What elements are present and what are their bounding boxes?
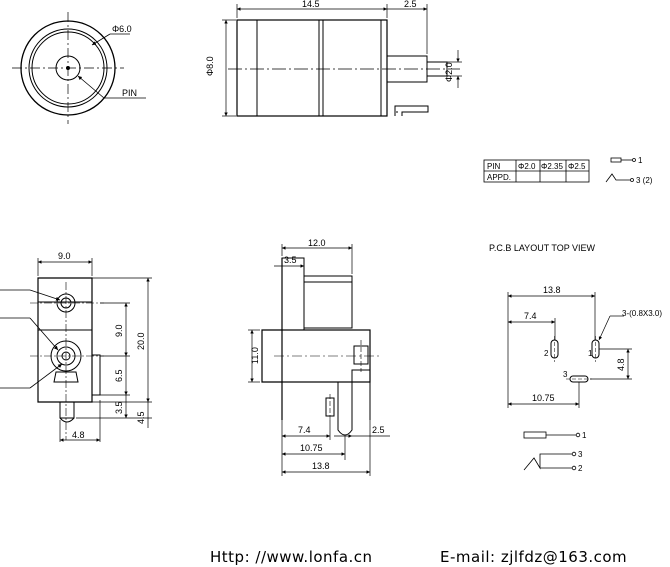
pcb-slot-label: 3-(0.8X3.0) xyxy=(622,309,662,318)
left-view: 9.0 20.0 9.0 6.5 3.5 4.5 4.8 xyxy=(0,251,152,442)
pin-table: PIN Φ2.0 Φ2.35 Φ2.5 APPD. xyxy=(483,159,590,183)
side-body-dia-label: Φ8.0 xyxy=(205,56,215,76)
mid-height-label: 11.0 xyxy=(250,347,260,364)
pcb-title: P.C.B LAYOUT TOP VIEW xyxy=(489,243,596,253)
table-cell: Φ2.0 xyxy=(518,162,536,171)
footer-website: Http: //www.lonfa.cn xyxy=(210,548,373,566)
table-cell: APPD. xyxy=(487,173,511,182)
side-pin-dia-label: Φ2.0 xyxy=(444,62,454,82)
table-cell: PIN xyxy=(487,162,501,171)
pcb-w2-label: 10.75 xyxy=(532,393,555,403)
pcb-pin1-label: 1 xyxy=(588,349,593,358)
mid-d3-label: 13.8 xyxy=(312,461,330,471)
legend-pin3: 3 (2) xyxy=(636,176,653,185)
mid-top-offset-label: 3.5 xyxy=(284,255,297,265)
pin-legend: 1 3 (2) xyxy=(605,156,653,185)
symbol-pin3: 3 xyxy=(578,450,583,459)
side-pin-length-label: 2.5 xyxy=(404,0,417,9)
mid-d1-label: 7.4 xyxy=(298,425,311,435)
left-total-height-label: 20.0 xyxy=(136,332,146,350)
side-length-label: 14.5 xyxy=(302,0,320,9)
pcb-total-width-label: 13.8 xyxy=(543,285,561,295)
mid-top-width-label: 12.0 xyxy=(308,238,326,248)
front-view: Φ6.0 PIN xyxy=(12,12,146,124)
legend-pin1: 1 xyxy=(638,156,643,165)
pcb-pin2-label: 2 xyxy=(544,349,549,358)
symbol-pin1: 1 xyxy=(582,431,587,440)
left-h2-label: 6.5 xyxy=(114,369,124,382)
pin-label: PIN xyxy=(122,88,137,98)
left-bottom-label: 4.8 xyxy=(72,430,85,440)
pcb-w1-label: 7.4 xyxy=(524,311,537,321)
mid-view: 12.0 3.5 11.0 7.4 10.75 13.8 2.5 xyxy=(248,238,390,476)
symbol-pin2: 2 xyxy=(578,464,583,473)
pcb-layout: P.C.B LAYOUT TOP VIEW 13.8 7.4 2 1 3 3-(… xyxy=(489,243,662,408)
mid-d2-label: 10.75 xyxy=(300,443,323,453)
pin-symbols: 1 3 2 xyxy=(523,431,587,473)
pcb-pin3-label: 3 xyxy=(563,370,568,379)
left-h3-label: 3.5 xyxy=(114,401,124,414)
left-width-label: 9.0 xyxy=(58,251,71,261)
table-cell: Φ2.5 xyxy=(568,162,586,171)
footer-email: E-mail: zjlfdz@163.com xyxy=(440,548,628,566)
pcb-h-label: 4.8 xyxy=(616,358,626,371)
table-cell: Φ2.35 xyxy=(541,162,564,171)
mid-d4-label: 2.5 xyxy=(372,425,385,435)
side-view: 14.5 2.5 Φ2.0 Φ8.0 xyxy=(205,0,462,117)
front-diameter-label: Φ6.0 xyxy=(112,24,132,34)
left-h1-label: 9.0 xyxy=(114,324,124,337)
left-h4-label: 4.5 xyxy=(136,411,146,424)
